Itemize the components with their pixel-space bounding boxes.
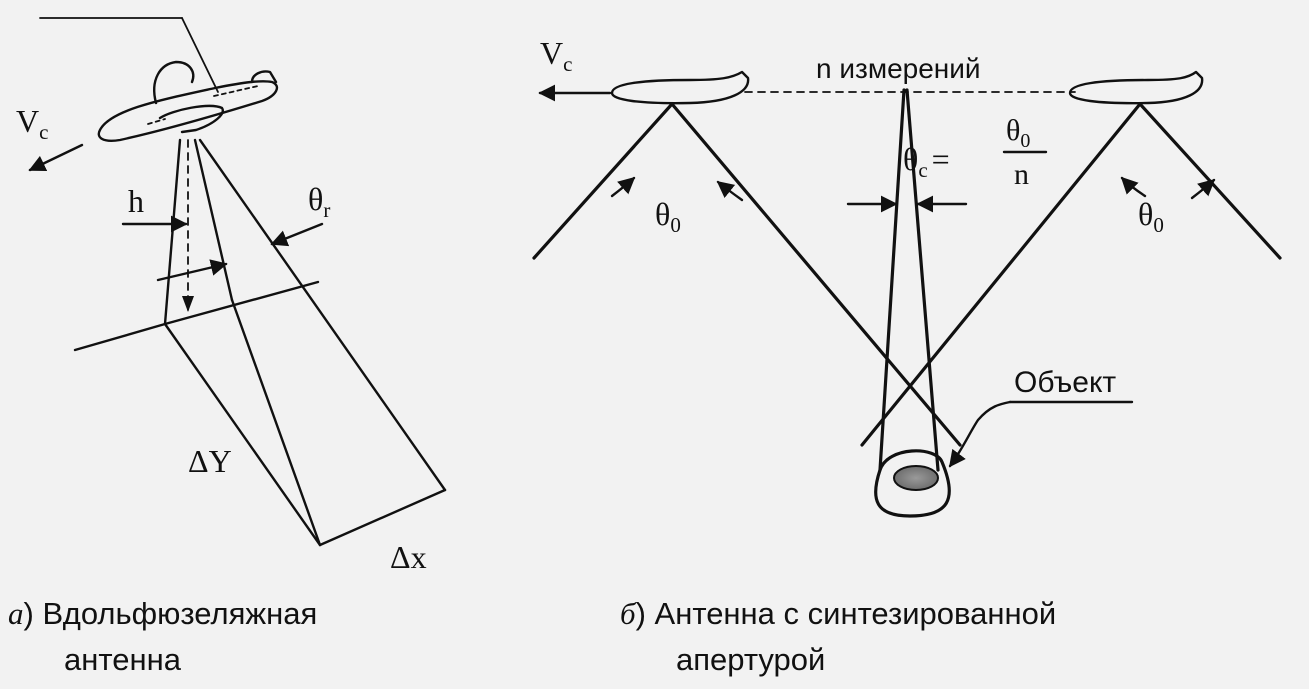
theta0-arc-right-b [1190,178,1216,200]
beam-angle-arrow [270,222,324,247]
caption-b-letter: б [620,596,636,631]
left-beam [532,102,962,447]
measurements-label: n измерений [816,53,981,84]
caption-b-paren: ) [635,596,646,631]
height-label: h [128,183,144,219]
beam-width-arrow [156,259,228,282]
caption-b-line2: апертурой [676,642,826,677]
velocity-label-a: Vc [16,103,48,144]
caption-a-line1: Вдольфюзеляжная [42,596,318,631]
object-leader [948,400,1012,468]
caption-a: а) Вдольфюзеляжная [8,594,317,634]
synthesized-beam [878,88,940,472]
caption-b-line1: Антенна с синтезированной [654,596,1057,631]
caption-a-line2-wrap: антенна [64,640,181,680]
height-arrow-head [182,296,194,312]
delta-y-label: ΔY [188,443,232,479]
caption-a-line2: антенна [64,642,181,677]
radiation-beam [163,138,447,492]
ground-plane [73,280,447,547]
theta-c-label: θc= [903,141,950,182]
panel-a: Vc h θr ΔY Δx [16,17,447,575]
object-target [893,465,939,491]
object-label: Объект [1014,366,1116,399]
airplane-icon [97,60,279,142]
fraction-numerator: θ0 [1006,114,1030,152]
beam-angle-label: θr [308,181,330,222]
caption-b: б) Антенна с синтезированной [620,594,1056,634]
delta-x-label: Δx [390,539,427,575]
caption-b-line2-wrap: апертурой [676,640,825,680]
object-outline [874,449,951,518]
panel-b: Vc n измерений θ0 [532,35,1282,518]
aircraft-right-icon [1068,70,1204,105]
velocity-arrow-a [28,143,84,172]
caption-a-paren: ) [23,596,34,631]
theta0-arc-right-a [1120,176,1147,198]
caption-a-letter: а [8,596,24,631]
theta0-label-right: θ0 [1138,196,1164,237]
aircraft-left-icon [610,70,750,105]
theta0-arc-left-b [716,180,744,202]
theta0-arc-left-a [610,176,636,198]
velocity-label-b: Vc [540,35,572,76]
theta0-label-left: θ0 [655,196,681,237]
fraction-denominator: n [1014,158,1029,191]
airplane-leader-slope [181,17,219,93]
